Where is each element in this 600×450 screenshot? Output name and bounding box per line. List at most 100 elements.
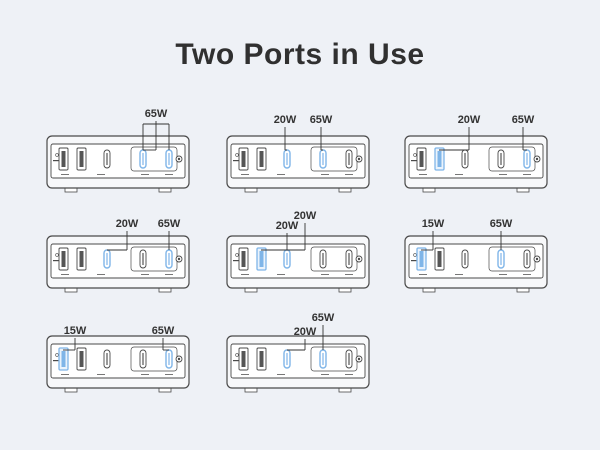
port-caption-mark [277,274,285,275]
port-caption-mark [419,174,427,175]
usb-c-tongue [464,153,466,165]
port-caption-mark [321,274,329,275]
port-caption-mark [241,174,249,175]
wattage-label: 20W [273,114,297,126]
port-caption-mark [321,374,329,375]
usb-c-tongue [348,253,350,265]
usb-a-tongue [61,151,66,167]
usb-c-tongue [286,253,288,265]
power-indicator-icon [55,153,59,157]
charger-illustration [46,231,190,293]
screw-center [357,357,361,361]
usb-a-tongue [79,151,84,167]
screw-center [177,357,181,361]
charger-foot [516,187,530,193]
wattage-label: 20W [293,210,317,222]
charger-foot [338,187,352,193]
page-title: Two Ports in Use [175,38,425,71]
charger-illustration [46,335,190,393]
port-caption-mark [499,174,507,175]
port-caption-mark [277,174,285,175]
port-caption-mark [345,174,353,175]
usb-a-tongue [437,251,442,267]
power-indicator-icon [235,353,239,357]
usb-a-tongue [259,251,264,267]
port-panel [50,143,186,179]
power-indicator-icon [235,253,239,257]
power-indicator-icon [413,153,417,157]
charger-illustration [226,325,370,393]
screw-center [357,157,361,161]
usb-c-tongue [106,353,108,365]
wattage-label: 20W [293,326,317,338]
wattage-label: 65W [511,114,535,126]
usb-c-tongue [322,153,324,165]
charger-foot [64,287,78,293]
usb-c-tongue [106,153,108,165]
port-caption-mark [523,174,531,175]
charger-foot [516,287,530,293]
screw-center [535,257,539,261]
port-caption-mark [321,174,329,175]
charger-illustration [404,231,548,293]
power-text-mark [53,160,61,162]
usb-c-tongue [106,253,108,265]
usb-c-tongue [500,153,502,165]
usb-a-tongue [61,351,66,367]
usb-c-tongue [526,153,528,165]
screw-center [357,257,361,261]
usb-c-tongue [142,253,144,265]
power-text-mark [53,260,61,262]
power-indicator-icon [55,253,59,257]
port-caption-mark [97,374,105,375]
port-panel [230,243,366,279]
usb-a-tongue [259,351,264,367]
charger-foot [244,287,258,293]
usb-a-tongue [437,151,442,167]
usb-c-tongue [168,253,170,265]
power-text-mark [233,160,241,162]
charger-foot [338,287,352,293]
charger-config-7: 15W 65W [45,300,195,420]
usb-a-tongue [79,351,84,367]
usb-a-tongue [61,251,66,267]
usb-c-tongue [168,353,170,365]
usb-a-tongue [241,251,246,267]
usb-c-tongue [142,353,144,365]
port-caption-mark [165,274,173,275]
charger-illustration [46,121,190,193]
port-panel [230,143,366,179]
power-text-mark [233,260,241,262]
usb-c-tongue [142,153,144,165]
usb-c-tongue [464,253,466,265]
charger-foot [338,387,352,393]
wattage-label: 20W [275,220,299,232]
charger-foot [158,387,172,393]
port-caption-mark [165,374,173,375]
wattage-label: 65W [151,325,175,337]
usb-a-tongue [419,151,424,167]
port-caption-mark [141,274,149,275]
usb-c-tongue [322,353,324,365]
usb-a-tongue [419,251,424,267]
port-caption-mark [97,174,105,175]
wattage-label: 65W [144,108,168,120]
charger-foot [64,387,78,393]
wattage-label: 15W [421,218,445,230]
port-caption-mark [241,274,249,275]
usb-c-tongue [286,153,288,165]
port-panel [408,243,544,279]
usb-a-tongue [259,151,264,167]
port-caption-mark [241,374,249,375]
port-caption-mark [455,174,463,175]
port-caption-mark [61,374,69,375]
wattage-label: 15W [63,325,87,337]
power-text-mark [411,160,419,162]
power-text-mark [53,360,61,362]
port-panel [50,343,186,379]
usb-c-tongue [526,253,528,265]
charger-illustration [404,127,548,193]
